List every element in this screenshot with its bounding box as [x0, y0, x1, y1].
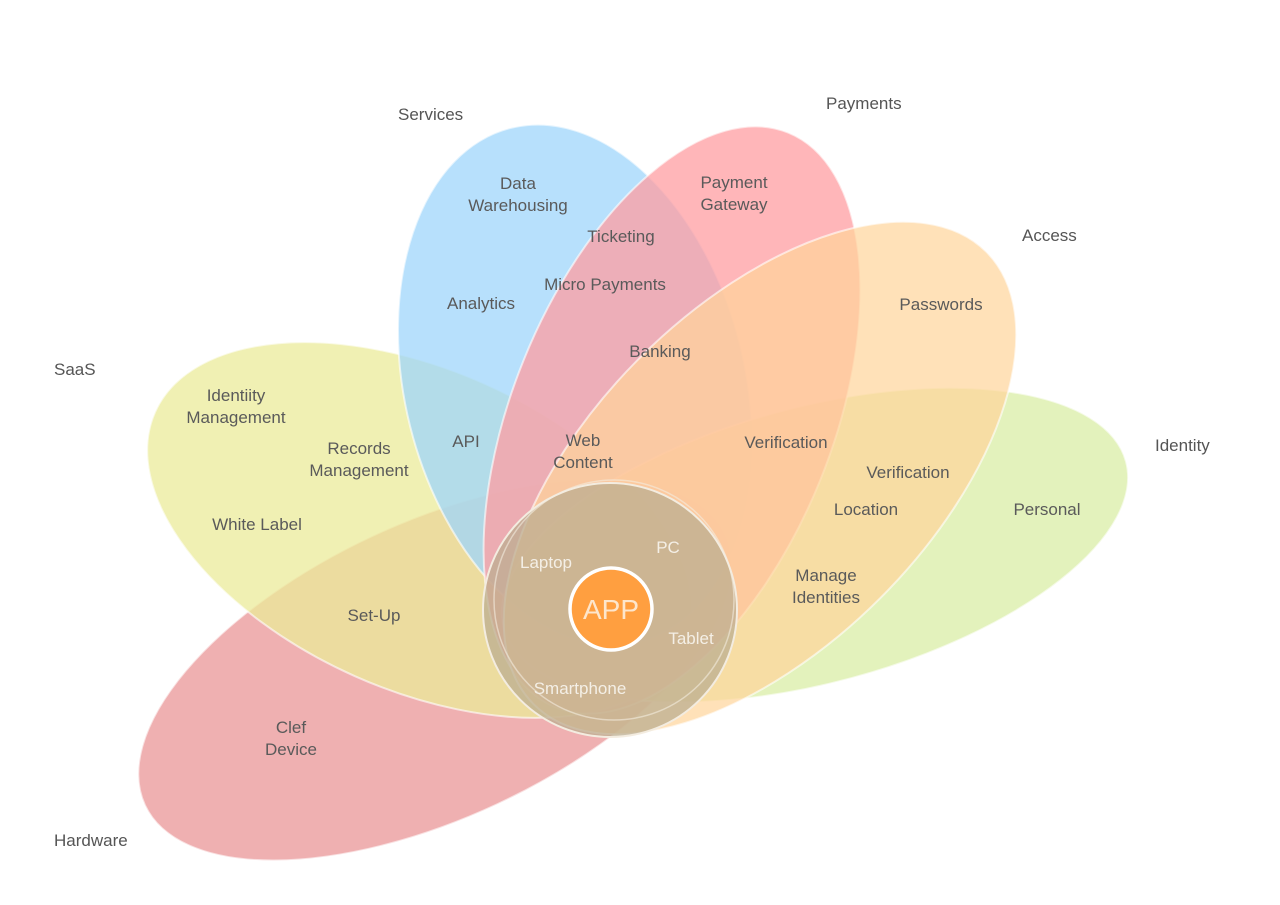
- label-location: Location: [834, 500, 898, 519]
- device-circle-inner: [493, 479, 735, 721]
- category-titles: Services Payments Access SaaS Identity H…: [54, 94, 1210, 850]
- device-tablet: Tablet: [668, 629, 714, 648]
- category-hardware: Hardware: [54, 831, 128, 850]
- app-label: APP: [583, 594, 639, 625]
- label-micro-payments: Micro Payments: [544, 275, 666, 294]
- label-api: API: [452, 432, 479, 451]
- label-ticketing: Ticketing: [587, 227, 654, 246]
- label-personal: Personal: [1013, 500, 1080, 519]
- device-smartphone: Smartphone: [534, 679, 627, 698]
- label-verification-access: Verification: [744, 433, 827, 452]
- label-white-label: White Label: [212, 515, 302, 534]
- app-circle[interactable]: [568, 566, 654, 652]
- device-pc: PC: [656, 538, 680, 557]
- category-payments: Payments: [826, 94, 902, 113]
- category-saas: SaaS: [54, 360, 96, 379]
- label-analytics: Analytics: [447, 294, 515, 313]
- device-circles: APP Laptop PC Tablet Smartphone: [482, 479, 738, 738]
- category-services: Services: [398, 105, 463, 124]
- label-verification-identity: Verification: [866, 463, 949, 482]
- label-set-up: Set-Up: [348, 606, 401, 625]
- category-identity: Identity: [1155, 436, 1210, 455]
- category-access: Access: [1022, 226, 1077, 245]
- label-banking: Banking: [629, 342, 690, 361]
- label-passwords: Passwords: [899, 295, 982, 314]
- device-laptop: Laptop: [520, 553, 572, 572]
